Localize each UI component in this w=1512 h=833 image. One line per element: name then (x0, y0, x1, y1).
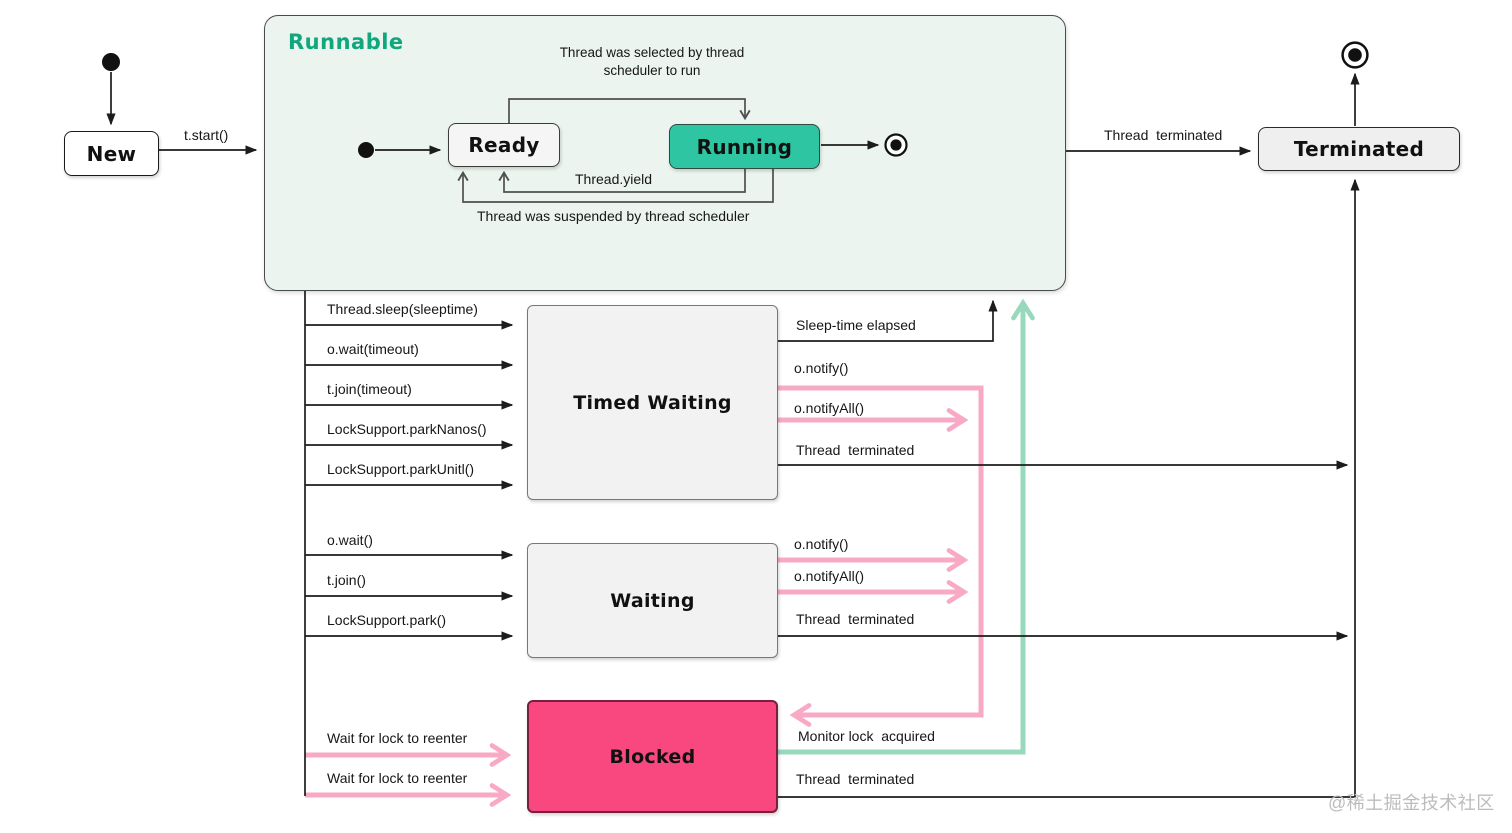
runnable-initial-dot (358, 142, 374, 158)
state-blocked: Blocked (527, 700, 778, 813)
label-thread-terminated-b: Thread terminated (796, 771, 915, 787)
label-parkuntil: LockSupport.parkUnitl() (327, 461, 475, 477)
arrow-sleep-elapsed (778, 299, 998, 342)
label-wait-for-lock-2: Wait for lock to reenter (327, 770, 468, 786)
label-notify-w: o.notify() (794, 536, 849, 552)
state-terminated: Terminated (1258, 127, 1460, 171)
state-new: New (64, 131, 159, 176)
label-sleep-elapsed: Sleep-time elapsed (796, 317, 916, 333)
label-o-wait-timeout: o.wait(timeout) (327, 341, 419, 357)
label-suspended-note: Thread was suspended by thread scheduler (477, 208, 750, 224)
label-notifyall-w: o.notifyAll() (794, 568, 865, 584)
arrow-blocked-terminated (778, 178, 1360, 798)
runnable-final-node (884, 133, 908, 157)
state-running: Running (669, 124, 820, 169)
arrow-notify-to-blocked (778, 385, 984, 715)
watermark: @稀土掘金技术社区 (1328, 793, 1495, 813)
state-ready: Ready (448, 123, 560, 167)
label-thread-sleep: Thread.sleep(sleeptime) (327, 301, 478, 317)
runnable-container (264, 15, 1066, 291)
label-monitor-lock: Monitor lock acquired (798, 728, 935, 744)
label-park: LockSupport.park() (327, 612, 447, 628)
label-t-join: t.join() (327, 572, 366, 588)
runnable-title: Runnable (288, 30, 404, 54)
label-thread-terminated-top: Thread terminated (1104, 127, 1223, 143)
state-timed-waiting: Timed Waiting (527, 305, 778, 500)
label-selected-note: Thread was selected by thread scheduler … (559, 45, 745, 78)
arrow-suspended (457, 169, 774, 203)
label-notifyall-tw: o.notifyAll() (794, 400, 865, 416)
initial-state-dot (102, 53, 120, 71)
label-thread-yield: Thread.yield (575, 171, 653, 187)
label-parknanos: LockSupport.parkNanos() (327, 421, 487, 437)
label-t-start: t.start() (184, 127, 229, 143)
arrow-monitor-lock-acquired (778, 304, 1023, 755)
label-t-join-timeout: t.join(timeout) (327, 381, 412, 397)
label-notify-tw: o.notify() (794, 360, 849, 376)
arrow-thread-yield (498, 169, 746, 193)
label-thread-terminated-w: Thread terminated (796, 611, 915, 627)
arrow-selected-to-run (508, 98, 751, 123)
label-thread-terminated-tw: Thread terminated (796, 442, 915, 458)
label-o-wait: o.wait() (327, 532, 373, 548)
state-waiting: Waiting (527, 543, 778, 658)
label-wait-for-lock-1: Wait for lock to reenter (327, 730, 468, 746)
final-state-node (1341, 41, 1369, 69)
